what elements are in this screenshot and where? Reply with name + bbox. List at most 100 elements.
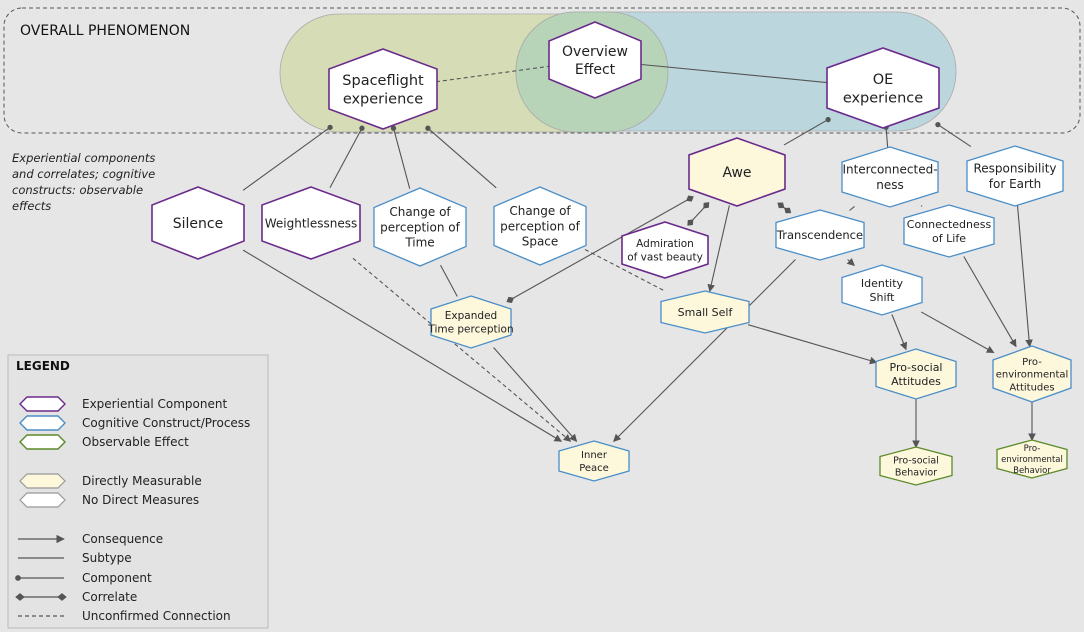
node-shape (430, 295, 512, 349)
legend-swatch-no-measures (19, 492, 66, 508)
node-label: of vast beauty (627, 252, 703, 264)
node-label: Behavior (895, 468, 937, 479)
legend-label: Consequence (82, 532, 163, 546)
edge-small-prosoc (747, 324, 878, 365)
node-shape (558, 440, 630, 482)
node-shape (660, 290, 750, 334)
edge-weight-spaceflight (329, 125, 365, 188)
node-label: Pro- (1022, 357, 1042, 368)
node-label: perception of (500, 219, 580, 233)
node-label: Time perception (427, 324, 513, 336)
edge-awe-oe (783, 116, 831, 146)
node-label: experience (843, 91, 923, 107)
caption-line: and correlates; cognitive (12, 167, 155, 181)
edge-resp-oe (935, 121, 972, 148)
node-label: Behavior (1013, 466, 1051, 476)
node-awe: Awe (688, 137, 786, 207)
node-label: Small Self (678, 306, 734, 319)
edge-weight-inner (352, 257, 572, 442)
node-label: environmental (996, 370, 1069, 381)
node-label: Connectedness (907, 218, 992, 231)
node-label: perception of (380, 220, 460, 234)
legend-label: Correlate (82, 590, 137, 604)
node-label: Effect (575, 62, 616, 78)
edges-layer (242, 63, 1036, 449)
node-label: Spaceflight (342, 73, 424, 89)
node-label: Attitudes (891, 375, 941, 388)
legend-label: Experiential Component (82, 397, 227, 411)
node-label: Transcendence (776, 228, 863, 242)
node-shape (992, 345, 1072, 403)
node-label: environmental (1001, 455, 1063, 465)
node-label: Pro-social (893, 455, 939, 466)
node-shape (373, 187, 467, 267)
node-label: Expanded (445, 310, 497, 322)
node-shape (775, 209, 865, 261)
node-shape (826, 47, 940, 129)
node-spaceflight: Spaceflight experience (328, 48, 438, 130)
node-shape (903, 204, 995, 258)
node-label: Change of (509, 204, 571, 218)
node-label: Pro-social (890, 361, 943, 374)
node-oe: OE experience (826, 47, 940, 129)
legend: LEGEND Experiential Component Cognitive … (7, 354, 269, 629)
node-label: for Earth (989, 177, 1042, 191)
node-label: Attitudes (1009, 382, 1054, 393)
node-label: Awe (722, 165, 751, 181)
node-shape (841, 146, 939, 208)
edge-awe-small (707, 205, 730, 293)
edge-spaceflight-overview (435, 65, 550, 83)
node-label: Admiration (636, 238, 694, 250)
node-shape (879, 446, 953, 486)
edge-trans-inter (849, 205, 855, 211)
node-weight: Weightlessness (261, 186, 361, 260)
edge-conn-proenv (963, 256, 1017, 348)
legend-label: Subtype (82, 551, 132, 565)
edge-trans-awe (777, 202, 792, 214)
node-label: Identity (861, 277, 904, 290)
legend-swatch-experiential (19, 396, 66, 412)
node-label: of Life (932, 232, 966, 245)
legend-label: Unconfirmed Connection (82, 609, 231, 623)
node-silence: Silence (151, 186, 245, 260)
node-shape (261, 186, 361, 260)
node-shape (493, 186, 587, 266)
node-label: Silence (173, 216, 223, 232)
edge-identity-prosoc (891, 314, 908, 351)
legend-swatch-cognitive (19, 415, 66, 431)
node-trans: Transcendence (775, 209, 865, 261)
edge-time-expanded (440, 264, 458, 297)
edge-silence-spaceflight (242, 124, 333, 191)
legend-swatch-observable (19, 434, 66, 450)
overall-title: OVERALL PHENOMENON (20, 23, 190, 39)
edge-trans-inner (613, 259, 796, 442)
node-label: experience (343, 92, 423, 108)
node-shape (621, 221, 709, 279)
node-label: Responsibility (973, 162, 1056, 176)
edge-inter-oe (883, 124, 889, 148)
caption-line: constructs: observable (12, 183, 143, 197)
edge-trans-identity (846, 258, 855, 267)
node-label: Interconnected- (842, 163, 937, 177)
node-shape (841, 264, 923, 316)
node-shape (151, 186, 245, 260)
node-label: OE (873, 72, 894, 88)
legend-label: Cognitive Construct/Process (82, 416, 250, 430)
edge-expanded-inner (493, 347, 578, 442)
edge-overview-oe (640, 63, 829, 84)
legend-swatch-measurable (19, 473, 66, 489)
node-shape (688, 137, 786, 207)
node-shape (996, 439, 1068, 479)
